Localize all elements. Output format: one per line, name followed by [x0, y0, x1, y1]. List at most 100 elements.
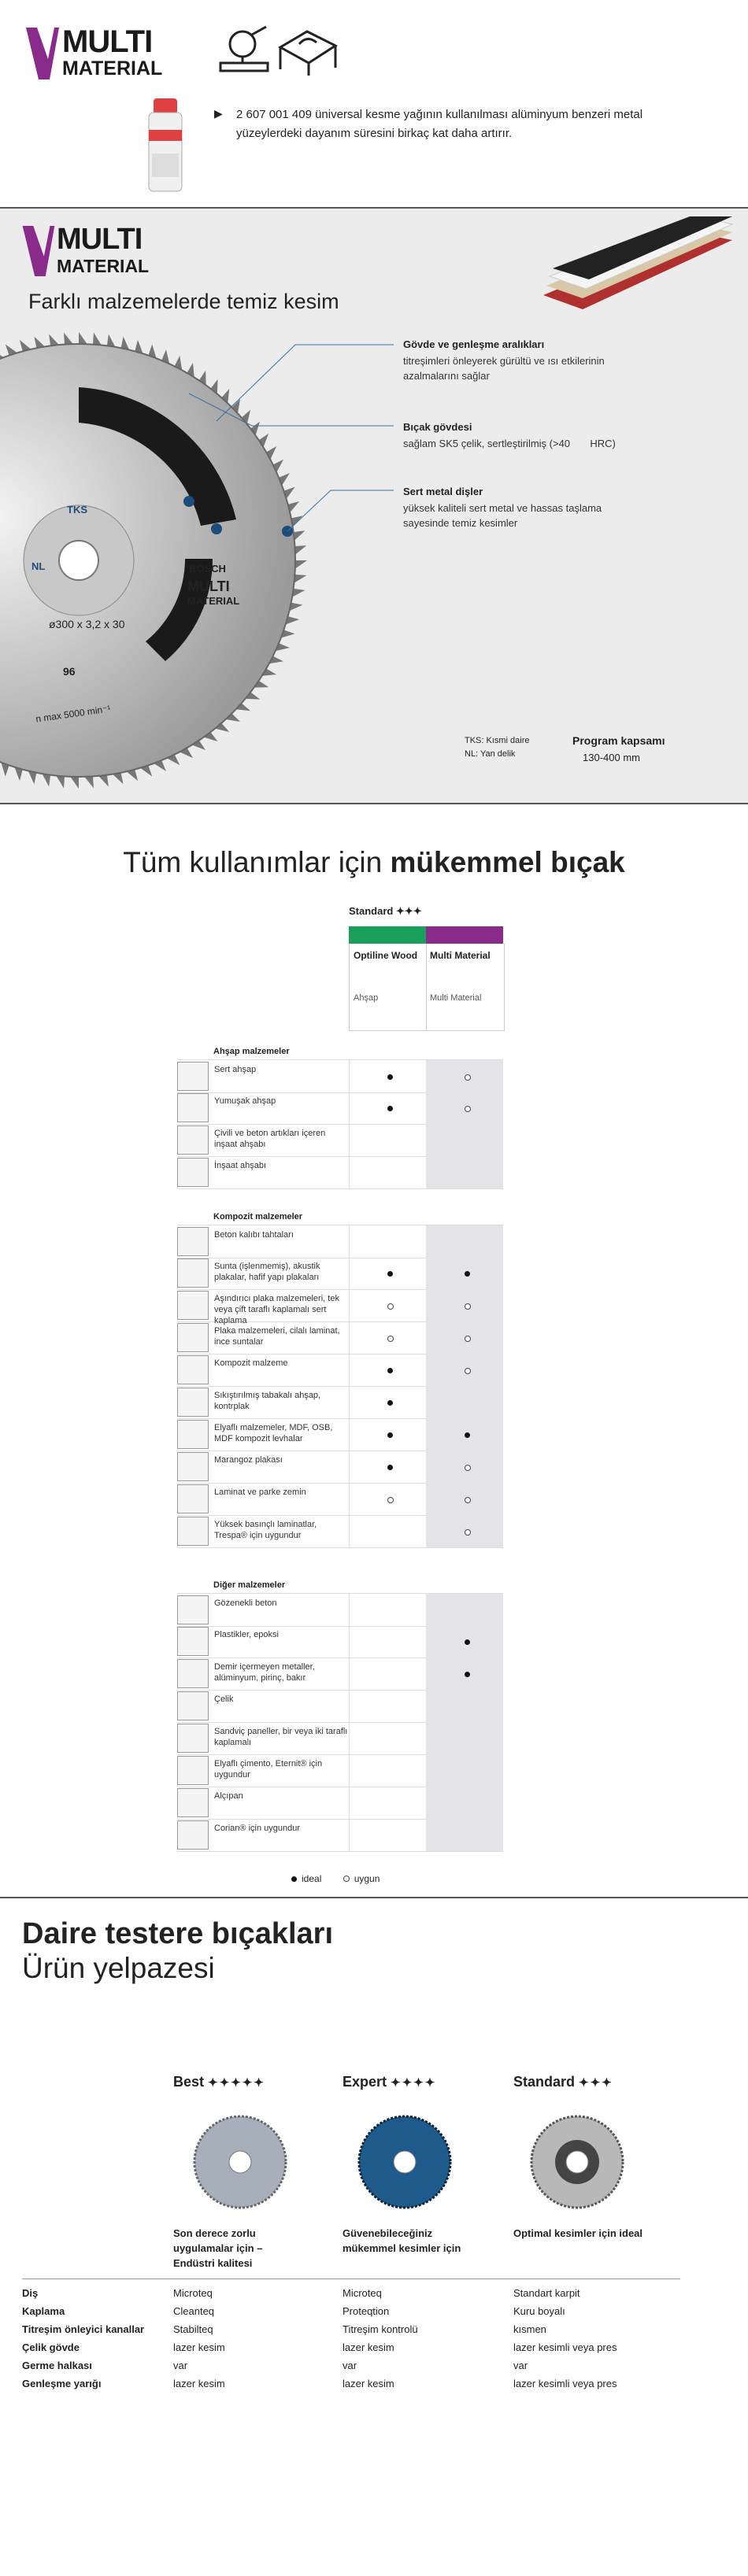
- multi-material-cell: [426, 1225, 503, 1258]
- callout-lines: [188, 344, 394, 532]
- feature-logo: MULTI MATERIAL: [22, 224, 187, 279]
- table-row: Çelik: [177, 1690, 503, 1723]
- multi-material-cell: [426, 1787, 503, 1819]
- spec-value: lazer kesim: [173, 2341, 225, 2353]
- callout-body-title: Gövde ve genleşme aralıkları: [403, 338, 545, 350]
- spec-value: var: [343, 2360, 357, 2371]
- feature-headline: Farklı malzemelerde temiz kesim: [28, 290, 339, 313]
- column-divider: [349, 1289, 350, 1321]
- tier-expert-desc: Güvenebileceğiniz mükemmel kesimler için: [343, 2227, 461, 2254]
- saw-blade-image: [0, 332, 307, 789]
- material-label: Sert ahşap: [214, 1065, 257, 1074]
- material-icon: [177, 1595, 209, 1624]
- blade-tooth: [210, 379, 218, 394]
- table-row: Çivili ve beton artıkları içeren inşaat …: [177, 1124, 503, 1157]
- tier-expert-stars: ✦✦✦✦: [391, 2076, 437, 2090]
- material-label: Plastikler, epoksi: [214, 1630, 279, 1639]
- logo-line1: MULTI: [62, 24, 153, 59]
- table-row: Aşındırıcı plaka malzemeleri, tek veya ç…: [177, 1289, 503, 1325]
- blade-tooth: [221, 388, 230, 404]
- table-row: Yumuşak ahşap: [177, 1092, 503, 1125]
- material-icon: [177, 1093, 209, 1122]
- ideal-dot-icon: [387, 1270, 393, 1277]
- callout-blade-title: Bıçak gövdesi: [403, 421, 472, 433]
- column-divider: [349, 1483, 350, 1515]
- blade-tooth: [42, 774, 51, 787]
- blade-tooth: [231, 398, 241, 414]
- blade-tooth: [250, 421, 261, 436]
- blade-tooth: [79, 332, 87, 345]
- material-icon: [177, 1258, 209, 1288]
- material-icon: [177, 1323, 209, 1352]
- blade-tooth: [275, 643, 290, 652]
- blade-label-tks: TKS: [67, 504, 87, 516]
- blade-tooth: [215, 723, 230, 733]
- blade-tooth: [291, 516, 303, 527]
- material-label: Yüksek basınçlı laminatlar, Trespa® için…: [214, 1520, 317, 1540]
- col-header-mm: Multi Material: [430, 950, 491, 961]
- multi-material-cell: [426, 1124, 503, 1156]
- blade-tooth: [235, 703, 251, 711]
- logo-line1: MULTI: [57, 223, 143, 256]
- column-divider: [349, 1225, 350, 1258]
- material-label: Çelik: [214, 1695, 234, 1704]
- blade-tooth: [113, 772, 124, 785]
- blade-tooth: [106, 334, 116, 347]
- blade-tooth: [140, 765, 153, 777]
- cutting-oil-can-icon: [148, 98, 183, 192]
- material-label: Yumuşak ahşap: [214, 1096, 276, 1106]
- material-label: Beton kalıbı tahtaları: [214, 1230, 294, 1240]
- spec-value: lazer kesim: [343, 2378, 394, 2389]
- blade-tooth: [98, 774, 109, 787]
- tier-best-label: Best: [173, 2074, 205, 2090]
- table-row: Yüksek basınçlı laminatlar, Trespa® için…: [177, 1515, 503, 1548]
- logo-line2: MATERIAL: [62, 57, 163, 79]
- range-title: Daire testere bıçakları: [22, 1917, 334, 1950]
- material-label: İnşaat ahşabı: [214, 1161, 267, 1170]
- material-icon: [177, 1420, 209, 1449]
- material-icon: [177, 1691, 209, 1720]
- multi-material-cell: [426, 1722, 503, 1754]
- table-row: Kompozit malzeme: [177, 1354, 503, 1387]
- column-divider: [349, 1658, 350, 1690]
- col-header-bar-mm: [426, 926, 503, 944]
- suitable-ring-icon: [387, 1335, 394, 1342]
- tier-best-stars: ✦✦✦✦✦: [208, 2076, 265, 2090]
- spec-value: Proteqtion: [343, 2305, 390, 2317]
- blade-tooth: [294, 574, 307, 583]
- multi-material-cell: [426, 1156, 503, 1188]
- tier-expert-label: Expert: [343, 2074, 387, 2090]
- table-row: Alçıpan: [177, 1787, 503, 1820]
- table-row: Plaka malzemeleri, cilalı laminat, ince …: [177, 1321, 503, 1355]
- table-row: Sert ahşap: [177, 1059, 503, 1093]
- ideal-dot-icon: [387, 1432, 393, 1438]
- spec-value: kısmen: [513, 2323, 546, 2335]
- blade-name2: MATERIAL: [187, 595, 240, 607]
- spec-value: Stabilteq: [173, 2323, 213, 2335]
- tier-standard-desc: Optimal kesimler için ideal: [513, 2227, 643, 2239]
- col-header-wood: Optiline Wood: [354, 950, 418, 961]
- table-row: Laminat ve parke zemin: [177, 1483, 503, 1516]
- material-label: Çivili ve beton artıkları içeren inşaat …: [214, 1129, 326, 1149]
- multi-material-cell: [426, 1819, 503, 1851]
- column-divider: [349, 1092, 350, 1124]
- material-icon: [177, 1659, 209, 1688]
- column-divider: [349, 1625, 350, 1658]
- table-row: Elyaflı malzemeler, MDF, OSB, MDF kompoz…: [177, 1418, 503, 1451]
- blade-name1: MULTI: [187, 578, 230, 594]
- legend-nl: NL: Yan delik: [465, 749, 516, 759]
- spec-value: lazer kesimli veya pres: [513, 2378, 617, 2389]
- column-divider: [349, 1819, 350, 1851]
- group-title: Diğer malzemeler: [213, 1580, 286, 1590]
- oil-note-bullet: ▶: [214, 107, 223, 120]
- usage-title-bold: mükemmel bıçak: [390, 846, 625, 878]
- standard-label: Standard ✦✦✦: [349, 905, 422, 918]
- spec-value: lazer kesim: [343, 2341, 394, 2353]
- material-label: Demir içermeyen metaller, alüminyum, pir…: [214, 1662, 315, 1683]
- group-title: Kompozit malzemeler: [213, 1212, 303, 1221]
- blade-tooth: [203, 732, 218, 742]
- blade-tooth: [92, 332, 102, 346]
- ideal-dot-icon: [465, 1639, 470, 1645]
- column-divider: [349, 1787, 350, 1819]
- spec-label: Germe halkası: [22, 2360, 92, 2371]
